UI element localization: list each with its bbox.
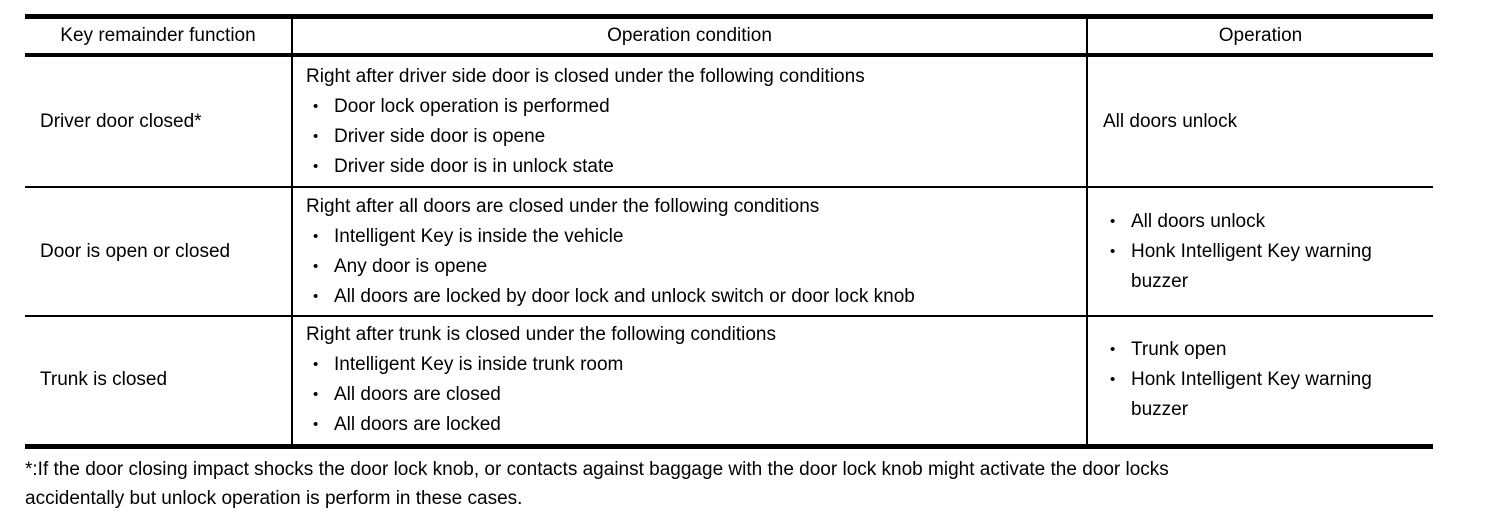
condition-bullet-list: • Intelligent Key is inside trunk room •…: [306, 350, 1080, 440]
condition-cell: Right after driver side door is closed u…: [292, 55, 1088, 187]
bullet-item: • All doors are closed: [306, 380, 1080, 410]
operation-cell: • Trunk open • Honk Intelligent Key warn…: [1087, 315, 1433, 449]
bullet-icon: •: [313, 157, 319, 175]
bullet-icon: •: [313, 386, 319, 404]
bullet-text: Honk Intelligent Key warning buzzer: [1131, 240, 1372, 292]
bullet-item: • Honk Intelligent Key warning buzzer: [1103, 237, 1425, 297]
bullet-text: Door lock operation is performed: [334, 95, 610, 117]
bullet-item: • Intelligent Key is inside the vehicle: [306, 222, 1080, 252]
bullet-item: • Door lock operation is performed: [306, 92, 1080, 122]
condition-bullet-list: • Intelligent Key is inside the vehicle …: [306, 222, 1080, 312]
operation-text: All doors unlock: [1103, 110, 1238, 132]
bullet-text: Intelligent Key is inside the vehicle: [334, 225, 624, 247]
bullet-item: • Intelligent Key is inside trunk room: [306, 350, 1080, 380]
bullet-text: All doors are locked: [334, 414, 501, 436]
condition-cell: Right after trunk is closed under the fo…: [292, 315, 1088, 449]
bullet-item: • All doors are locked by door lock and …: [306, 282, 1080, 312]
table-row: Trunk is closed Right after trunk is clo…: [25, 315, 1433, 449]
key-reminder-table: Key remainder function Operation conditi…: [25, 14, 1433, 449]
bullet-item: • Any door is opene: [306, 252, 1080, 282]
function-cell: Driver door closed*: [25, 55, 293, 187]
bullet-icon: •: [1110, 371, 1116, 389]
bullet-item: • Driver side door is opene: [306, 122, 1080, 152]
bullet-icon: •: [313, 97, 319, 115]
operation-bullet-list: • Trunk open • Honk Intelligent Key warn…: [1103, 335, 1425, 425]
bullet-item: • Trunk open: [1103, 335, 1425, 365]
condition-intro: Right after all doors are closed under t…: [306, 195, 820, 217]
column-header-operation: Operation: [1087, 14, 1433, 57]
footnote-line: accidentally but unlock operation is per…: [25, 488, 523, 509]
column-header-function: Key remainder function: [25, 14, 293, 57]
bullet-icon: •: [313, 416, 319, 434]
bullet-text: Driver side door is opene: [334, 125, 546, 147]
bullet-text: Any door is opene: [334, 255, 488, 277]
bullet-text: Trunk open: [1131, 339, 1227, 361]
bullet-icon: •: [1110, 212, 1116, 230]
footnote: *:If the door closing impact shocks the …: [25, 455, 1485, 513]
bullet-text: All doors are locked by door lock and un…: [334, 285, 915, 307]
table-row: Driver door closed* Right after driver s…: [25, 55, 1433, 187]
function-label: Trunk is closed: [40, 369, 168, 391]
operation-cell: • All doors unlock • Honk Intelligent Ke…: [1087, 186, 1433, 316]
function-label: Door is open or closed: [40, 240, 231, 262]
bullet-item: • Honk Intelligent Key warning buzzer: [1103, 365, 1425, 425]
bullet-icon: •: [1110, 341, 1116, 359]
bullet-icon: •: [313, 287, 319, 305]
bullet-item: • All doors unlock: [1103, 207, 1425, 237]
condition-intro: Right after trunk is closed under the fo…: [306, 324, 776, 346]
column-header-operation-condition: Operation condition: [292, 14, 1088, 57]
condition-bullet-list: • Door lock operation is performed • Dri…: [306, 92, 1080, 182]
bullet-text: Honk Intelligent Key warning buzzer: [1131, 369, 1372, 421]
table-row: Door is open or closed Right after all d…: [25, 186, 1433, 316]
bullet-icon: •: [1110, 242, 1116, 260]
bullet-text: All doors unlock: [1131, 210, 1266, 232]
bullet-item: • Driver side door is in unlock state: [306, 152, 1080, 182]
operation-bullet-list: • All doors unlock • Honk Intelligent Ke…: [1103, 207, 1425, 297]
bullet-icon: •: [313, 356, 319, 374]
condition-intro: Right after driver side door is closed u…: [306, 65, 865, 87]
function-cell: Door is open or closed: [25, 186, 293, 316]
operation-cell: All doors unlock: [1087, 55, 1433, 187]
footnote-line: *:If the door closing impact shocks the …: [25, 459, 1169, 480]
function-cell: Trunk is closed: [25, 315, 293, 449]
function-label: Driver door closed*: [40, 110, 202, 132]
header-row: Key remainder function Operation conditi…: [25, 14, 1433, 57]
bullet-icon: •: [313, 127, 319, 145]
bullet-text: Driver side door is in unlock state: [334, 155, 614, 177]
condition-cell: Right after all doors are closed under t…: [292, 186, 1088, 316]
bullet-text: All doors are closed: [334, 384, 501, 406]
bullet-item: • All doors are locked: [306, 410, 1080, 440]
bullet-icon: •: [313, 257, 319, 275]
bullet-text: Intelligent Key is inside trunk room: [334, 354, 624, 376]
bullet-icon: •: [313, 227, 319, 245]
